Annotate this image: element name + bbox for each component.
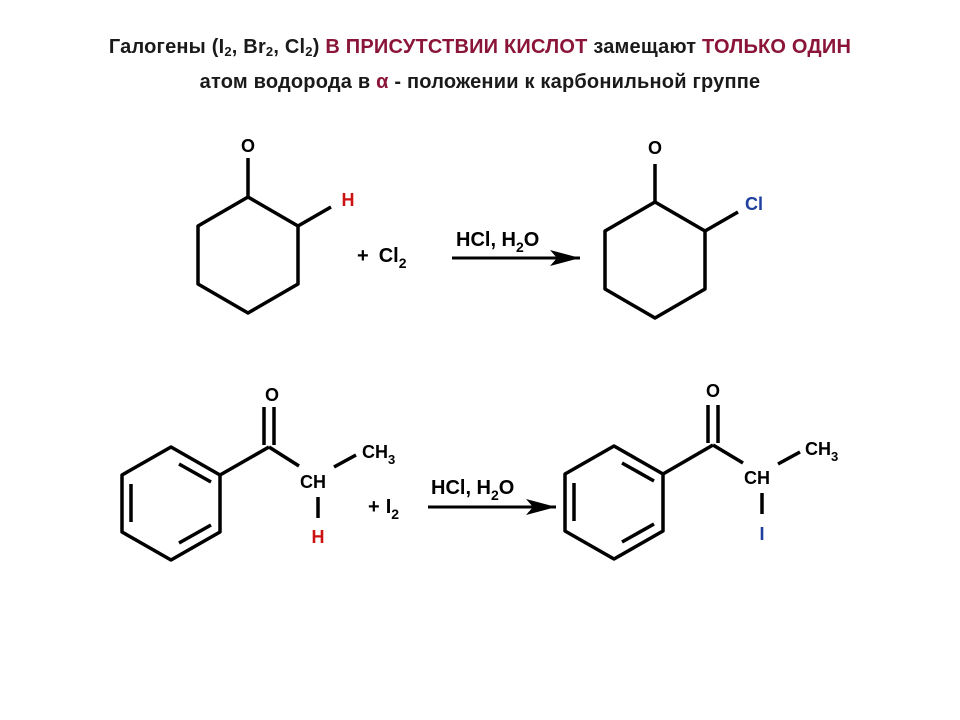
subscript: 2 (265, 44, 274, 59)
carbonyl-ch-bond (712, 443, 744, 465)
alpha-hydrogen-label: H (312, 527, 325, 547)
methyl-text: CH (805, 439, 831, 459)
aromatic-double-bond (178, 462, 212, 484)
conditions-text: HCl, H (431, 477, 491, 499)
subscript: 3 (388, 452, 395, 467)
cyclohexane-ring (603, 200, 707, 320)
title-text: , Br (231, 36, 266, 58)
subscript: 2 (224, 44, 232, 59)
reagent-iodine: + I2 (368, 496, 399, 522)
subscript: 2 (516, 239, 524, 255)
reagent-chlorine: + Cl2 (357, 245, 407, 271)
highlight-only-one: ТОЛЬКО ОДИН (702, 36, 852, 58)
reaction-conditions: HCl, H2O (431, 477, 514, 503)
oxygen-label: O (265, 385, 279, 405)
methyl-label: CH3 (362, 442, 395, 467)
ch-label: CH (744, 468, 770, 488)
iodine-substituent-label: I (759, 524, 764, 544)
reagent-text: Cl (379, 245, 399, 267)
title-text: Галогены (I (108, 36, 225, 58)
carbonyl-ch-bond (268, 445, 300, 468)
alpha-symbol: α (376, 71, 389, 93)
chlorocyclohexanone-product (603, 164, 739, 320)
iodopropiophenone-product (563, 405, 801, 561)
subscript: 2 (391, 506, 399, 522)
ring-carbonyl-bond (662, 443, 714, 476)
aromatic-double-bond (621, 522, 655, 544)
methyl-label: CH3 (805, 439, 838, 464)
conditions-text: HCl, H (456, 229, 516, 251)
benzene-ring (120, 445, 222, 562)
title-line-2: атом водорода в α - положении к карбонил… (0, 71, 960, 94)
plus-sign: + (357, 245, 369, 267)
methyl-text: CH (362, 442, 388, 462)
conditions-text: O (499, 477, 515, 499)
cyclohexane-ring (196, 195, 300, 315)
highlight-acids: В ПРИСУТСТВИИ КИСЛОТ (325, 36, 588, 58)
title-text: ) (312, 36, 320, 58)
oxygen-label: O (241, 136, 255, 156)
ch-ch3-bond (333, 453, 357, 469)
ch-ch3-bond (777, 450, 801, 466)
subscript: 2 (305, 44, 313, 59)
title-text: атом водорода в (199, 71, 371, 93)
plus-sign: + (368, 496, 380, 518)
subscript: 2 (399, 255, 407, 271)
title-text: - положении к карбонильной группе (394, 71, 761, 93)
benzene-ring (563, 444, 665, 561)
alpha-cl-bond (704, 210, 739, 233)
reaction-conditions: HCl, H2O (456, 229, 539, 255)
title-line-1: Галогены (I2, Br2, Cl2) В ПРИСУТСТВИИ КИ… (0, 36, 960, 59)
alpha-h-bond (297, 205, 332, 228)
ring-carbonyl-bond (219, 445, 270, 477)
subscript: 2 (491, 487, 499, 503)
aromatic-double-bond (621, 461, 655, 483)
title-text: , Cl (273, 36, 306, 58)
title-text: замещают (593, 36, 697, 58)
propiophenone-reactant (120, 407, 357, 562)
chlorine-substituent-label: Cl (745, 194, 763, 214)
reagent-text: I (386, 496, 392, 518)
oxygen-label: O (706, 381, 720, 401)
subscript: 3 (831, 449, 838, 464)
cyclohexanone-reactant (196, 158, 332, 315)
alpha-hydrogen-label: H (342, 190, 355, 210)
aromatic-double-bond (178, 523, 212, 545)
oxygen-label: O (648, 138, 662, 158)
conditions-text: O (524, 229, 540, 251)
ch-label: CH (300, 472, 326, 492)
